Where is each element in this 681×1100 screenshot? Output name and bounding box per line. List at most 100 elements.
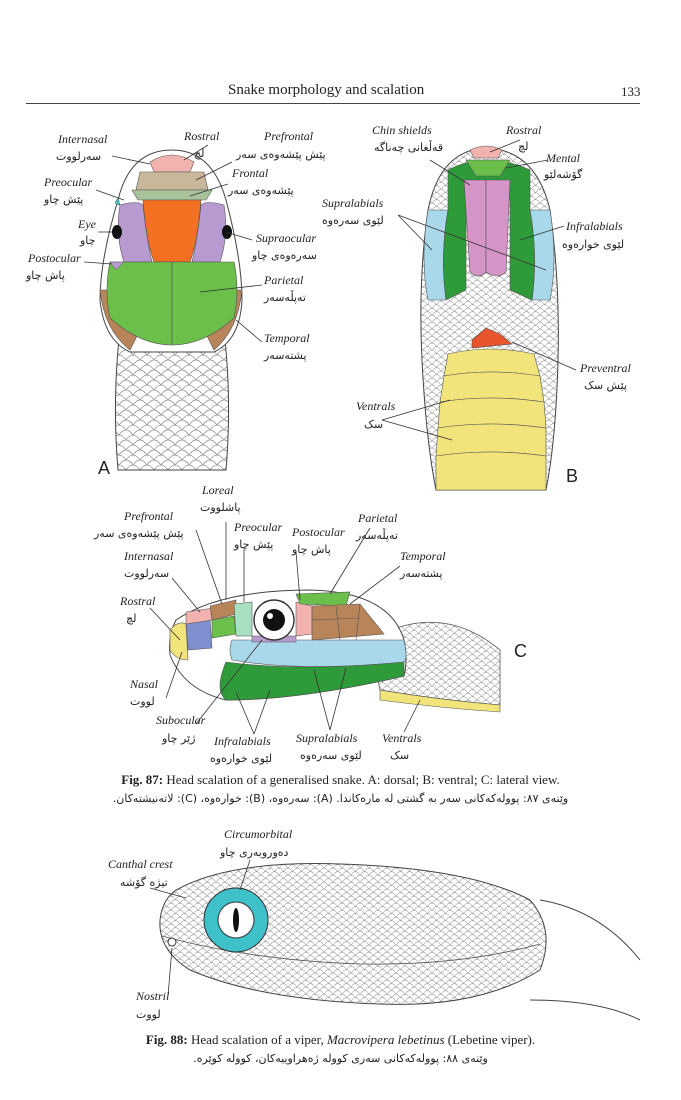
header-rule (26, 103, 640, 104)
label-infralabials-ku-b: لێوی خوارەوە (562, 238, 624, 251)
caption-fig-87: Fig. 87: Head scalation of a generalised… (0, 772, 681, 788)
label-canthal-crest-ku: تیژە گۆشە (120, 876, 168, 889)
label-preocular-ku-a: پێش چاو (43, 193, 83, 206)
caption-87-label: Fig. 87: (121, 772, 164, 787)
label-rostral-c: Rostral (119, 594, 156, 608)
infralabials-c (219, 661, 405, 701)
label-eye-ku-a: چاو (79, 234, 95, 247)
figure-a-dorsal: Internasal سەرلووت Rostral لچ Prefrontal… (25, 129, 326, 478)
label-supraocular-ku-a: سەرەوەی چاو (251, 249, 317, 262)
page-header: Snake morphology and scalation 133 (0, 78, 681, 108)
caption-fig-88: Fig. 88: Head scalation of a viper, Macr… (0, 1032, 681, 1048)
label-circumorbital-ku: دەوروبەری چاو (219, 846, 289, 859)
label-infralabials-ku-c: لێوی خوارەوە (210, 752, 272, 765)
label-nostril: Nostril (135, 989, 170, 1003)
caption-88-text-before: Head scalation of a viper, (187, 1032, 327, 1047)
label-mental-b: Mental (545, 151, 581, 165)
label-prefrontal-c: Prefrontal (123, 509, 174, 523)
label-nostril-ku: لووت (136, 1008, 161, 1021)
panel-label-c: C (514, 641, 527, 661)
nostril-mark (167, 937, 177, 947)
page-number: 133 (621, 84, 641, 99)
label-ventrals-c: Ventrals (382, 731, 422, 745)
label-preventral-b: Preventral (579, 361, 632, 375)
label-ventrals-ku-b: سک (364, 418, 383, 431)
label-chin-shields-ku-b: قەڵغانی چەناگە (374, 140, 443, 154)
label-eye-a: Eye (77, 217, 97, 231)
label-postocular-ku-a: پاش چاو (25, 269, 65, 282)
label-prefrontal-ku-c: پێش پێشەوەی سەر (93, 527, 184, 540)
label-prefrontal-ku-a: پێش پێشەوەی سەر (235, 148, 326, 161)
ventral-2-b (439, 371, 545, 403)
label-rostral-a: Rostral (183, 129, 220, 143)
label-subocular-ku-c: ژێر چاو (161, 732, 195, 745)
caption-88-label: Fig. 88: (145, 1032, 188, 1047)
label-preocular-ku-c: پێش چاو (233, 538, 273, 551)
label-rostral-ku-c: لچ (126, 612, 136, 625)
label-supralabials-c: Supralabials (296, 731, 358, 745)
caption-87-text: Head scalation of a generalised snake. A… (163, 772, 560, 787)
viper-pupil (233, 908, 239, 932)
ventral-4-b (435, 423, 547, 457)
rostral-a (149, 154, 195, 173)
label-infralabials-c: Infralabials (213, 734, 271, 748)
mental-b (465, 159, 511, 177)
label-frontal-ku-a: پێشەوەی سەر (227, 184, 294, 197)
frontal-a (142, 199, 202, 263)
parietal-c (295, 591, 351, 607)
preocular-c (233, 601, 253, 637)
label-postocular-a: Postocular (27, 251, 81, 265)
label-ventrals-b: Ventrals (356, 399, 396, 413)
label-internasal-ku-a: سەرلووت (56, 150, 101, 163)
chin-shield-right-b (485, 179, 511, 277)
label-infralabials-b: Infralabials (565, 219, 623, 233)
label-supralabials-ku-b: لێوی سەرەوە (322, 214, 384, 227)
running-title: Snake morphology and scalation (228, 82, 425, 98)
postocular-a (109, 261, 125, 271)
rostral-c (169, 622, 189, 661)
ventral-5-b (435, 451, 547, 491)
label-rostral-b: Rostral (505, 123, 542, 137)
label-postocular-ku-c: پاش چاو (291, 543, 331, 556)
figure-c-lateral: Loreal پاشلووت Prefrontal پێش پێشەوەی سە… (93, 483, 527, 765)
label-mental-ku-b: گۆشەلێو (543, 168, 583, 181)
label-supraocular-a: Supraocular (256, 231, 316, 245)
figure-88-viper: Circumorbital دەوروبەری چاو Canthal cres… (108, 827, 641, 1021)
supralabials-c (229, 639, 407, 667)
label-temporal-c: Temporal (400, 549, 446, 563)
label-parietal-c: Parietal (357, 511, 398, 525)
label-parietal-ku-c: تەپڵەسەر (355, 528, 398, 542)
caption-88-species: Macrovipera lebetinus (326, 1032, 445, 1047)
eye-left-a (112, 225, 122, 239)
label-parietal-ku-a: تەپڵەسەر (263, 290, 306, 304)
temporal-c (311, 603, 385, 641)
label-nasal-ku-c: لووت (130, 695, 155, 708)
label-temporal-ku-c: پشتەسەر (399, 567, 443, 580)
label-preventral-ku-b: پێش سک (584, 379, 627, 392)
label-supralabials-b: Supralabials (322, 196, 384, 210)
label-internasal-c: Internasal (123, 549, 174, 563)
parietal-right-a (171, 261, 238, 346)
label-temporal-a: Temporal (264, 331, 310, 345)
label-prefrontal-a: Prefrontal (263, 129, 314, 143)
ventrals-strip-c (379, 689, 501, 713)
label-frontal-a: Frontal (231, 166, 269, 180)
prefrontal-a (131, 189, 213, 201)
nasal-c (185, 619, 213, 651)
label-internasal-ku-c: سەرلووت (124, 567, 169, 580)
label-subocular-c: Subocular (156, 713, 206, 727)
label-postocular-c: Postocular (291, 525, 345, 539)
label-nasal-c: Nasal (129, 677, 159, 691)
panel-label-a: A (98, 458, 110, 478)
label-loreal-ku-c: پاشلووت (200, 501, 241, 514)
label-preocular-a: Preocular (43, 175, 93, 189)
label-rostral-ku-b: لچ (518, 140, 528, 153)
parietal-left-a (106, 261, 173, 346)
caption-88-text-after: (Lebetine viper). (444, 1032, 536, 1047)
postocular-c (295, 601, 313, 637)
panel-label-b: B (566, 466, 578, 486)
preventral-b (471, 327, 513, 349)
label-canthal-crest: Canthal crest (108, 857, 173, 871)
ventral-3-b (437, 397, 547, 429)
